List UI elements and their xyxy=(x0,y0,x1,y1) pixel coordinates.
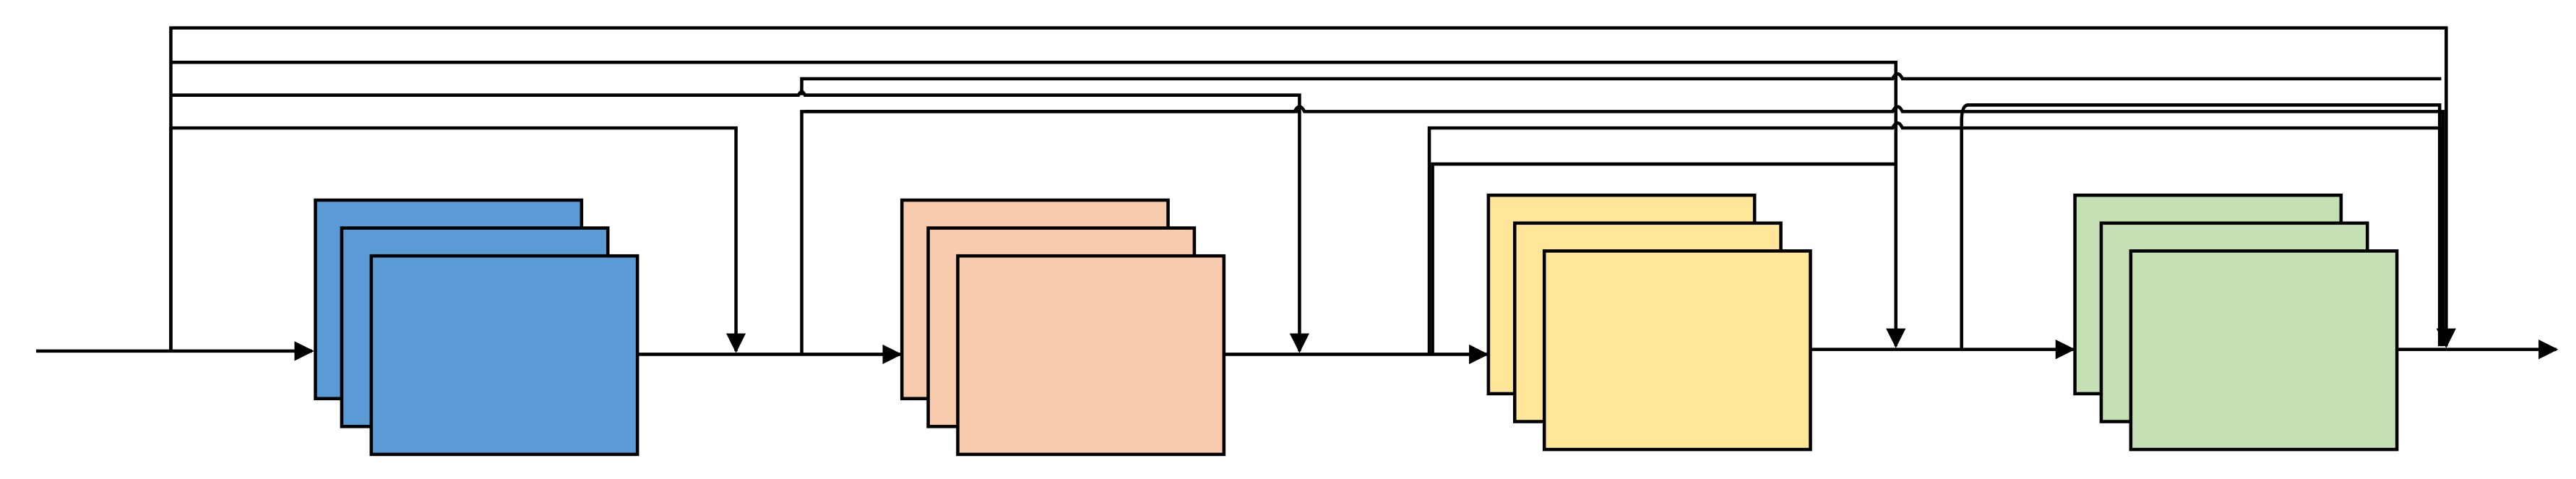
block-1 xyxy=(314,198,639,457)
block-3 xyxy=(1486,193,1812,452)
skip-connection-block-2-to-output xyxy=(1427,121,2443,355)
skip-connections xyxy=(169,26,2457,355)
block-3-layer-front xyxy=(1542,249,1812,452)
skip-connection-block-2-to-block-4 xyxy=(1431,162,1896,355)
block-4 xyxy=(2073,193,2399,452)
skip-connection-block-1-to-output xyxy=(805,105,2445,347)
skip-connection-input-to-output xyxy=(169,26,2457,351)
skip-connection-input-to-block-4 xyxy=(171,61,1906,348)
block-2 xyxy=(900,198,1226,457)
block-4-layer-front xyxy=(2129,249,2399,452)
block-2-layer-front xyxy=(956,254,1226,457)
main-flow-line xyxy=(36,340,2559,365)
skip-connection-block-3-to-output xyxy=(1960,103,2442,350)
skip-connection-block-1-to-block-4 xyxy=(800,72,2442,95)
block-1-layer-front xyxy=(369,254,639,457)
